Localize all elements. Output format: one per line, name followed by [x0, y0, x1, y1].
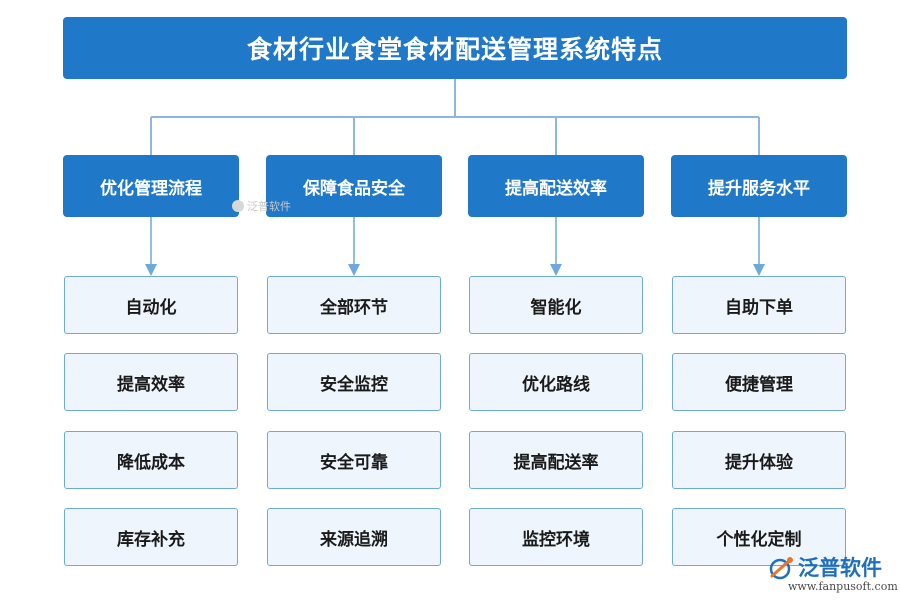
item-box: 个性化定制	[672, 508, 846, 566]
category-box-3: 提高配送效率	[468, 155, 644, 217]
brand-name: 泛普软件	[798, 556, 882, 580]
category-box-2: 保障食品安全	[266, 155, 442, 217]
item-box: 提高效率	[64, 353, 238, 411]
item-box: 提升体验	[672, 431, 846, 489]
watermark: 泛普软件	[232, 198, 291, 214]
item-box: 提高配送率	[469, 431, 643, 489]
diagram-title: 食材行业食堂食材配送管理系统特点	[63, 17, 847, 79]
watermark-logo-icon	[232, 200, 244, 212]
brand-logo: 泛普软件 www.fanpusoft.com	[768, 552, 898, 596]
item-box: 自助下单	[672, 276, 846, 334]
brand-url: www.fanpusoft.com	[788, 580, 898, 593]
item-box: 优化路线	[469, 353, 643, 411]
watermark-text: 泛普软件	[247, 200, 291, 213]
category-box-1: 优化管理流程	[63, 155, 239, 217]
item-box: 安全监控	[267, 353, 441, 411]
item-box: 来源追溯	[267, 508, 441, 566]
item-box: 全部环节	[267, 276, 441, 334]
item-box: 智能化	[469, 276, 643, 334]
item-box: 便捷管理	[672, 353, 846, 411]
item-box: 降低成本	[64, 431, 238, 489]
item-box: 自动化	[64, 276, 238, 334]
brand-logo-icon	[769, 557, 793, 580]
item-box: 监控环境	[469, 508, 643, 566]
item-box: 安全可靠	[267, 431, 441, 489]
item-box: 库存补充	[64, 508, 238, 566]
category-box-4: 提升服务水平	[671, 155, 847, 217]
